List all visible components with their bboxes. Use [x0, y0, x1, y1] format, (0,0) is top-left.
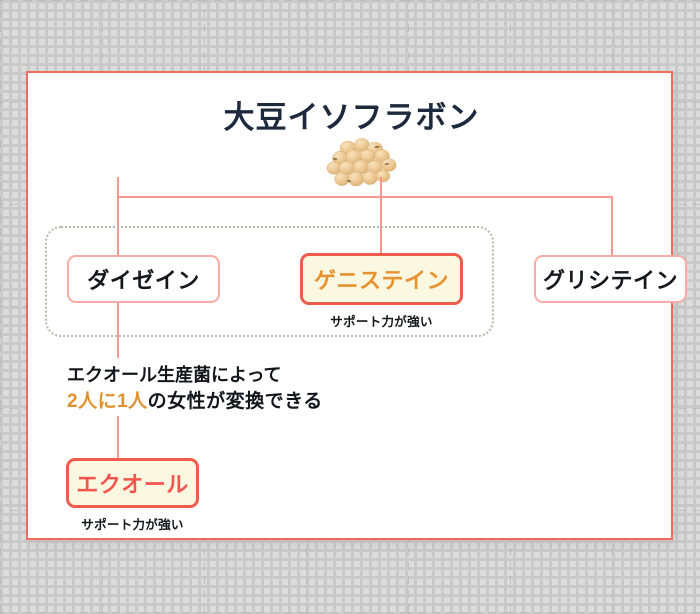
description-rest: の女性が変換できる [147, 391, 323, 413]
connector-branch-horizontal [117, 196, 613, 198]
node-equol[interactable]: エクオール [66, 458, 199, 508]
node-daidzein[interactable]: ダイゼイン [67, 255, 220, 303]
description-highlight: 2人に1人 [67, 391, 148, 413]
diagram-card: 大豆イソフラボン [26, 71, 687, 540]
caption-genistein: サポート力が強い [330, 315, 433, 329]
equol-conversion-description: エクオール生産菌によって 2人に1人の女性が変換できる [67, 362, 323, 416]
caption-equol: サポート力が強い [81, 518, 184, 532]
soybean-cluster-icon [326, 138, 397, 187]
description-line-1: エクオール生産菌によって [67, 365, 282, 385]
description-line-2: 2人に1人の女性が変換できる [67, 388, 323, 416]
node-genistein[interactable]: ゲニステイン [300, 253, 463, 305]
page-title: 大豆イソフラボン [223, 100, 480, 135]
aglycone-group-container [45, 226, 494, 337]
node-glycitein[interactable]: グリシテイン [534, 255, 687, 303]
connector-drop-glycitein [611, 196, 613, 256]
connector-daidzein-to-text [117, 303, 119, 358]
connector-drop-genistein [380, 177, 382, 254]
connector-text-to-equol [117, 416, 119, 459]
connector-trunk-vertical [117, 177, 119, 196]
